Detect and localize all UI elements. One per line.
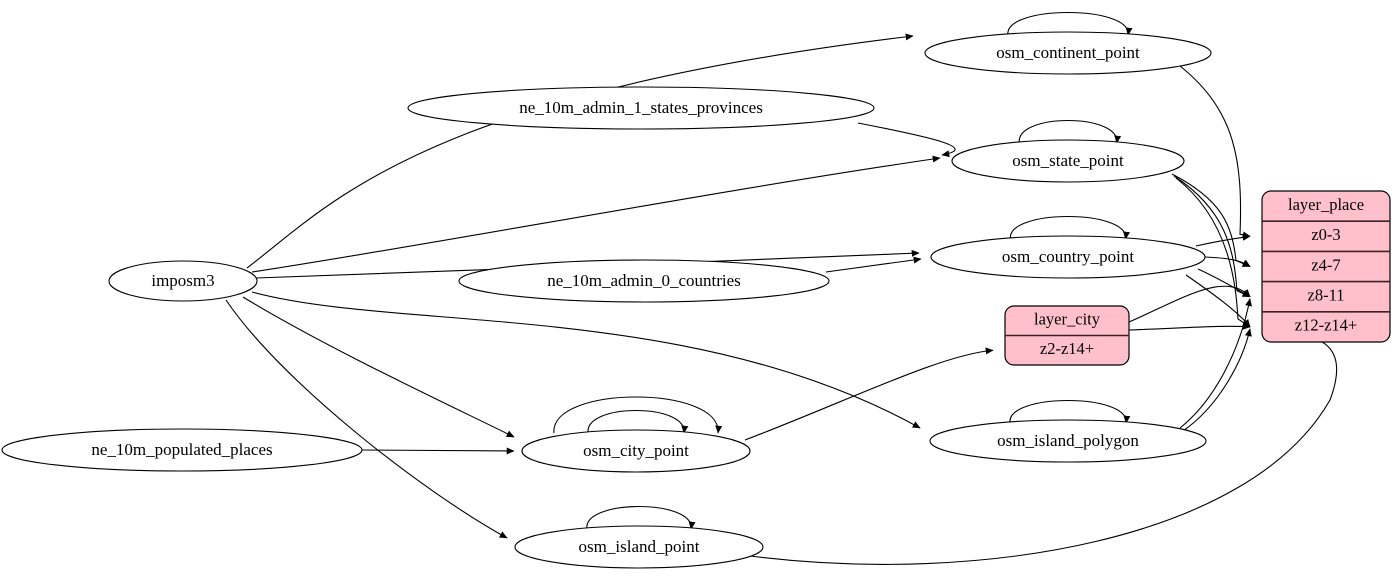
node-ne_places[interactable]: ne_10m_populated_places <box>1 428 363 472</box>
node-ne_states-label: ne_10m_admin_1_states_provinces <box>519 98 763 117</box>
edge-osm_city_point-to-layer_city-z2-z14+ <box>744 347 994 441</box>
edge-ne_countries-to-osm_country_point <box>825 256 922 273</box>
node-osm_state_point-label: osm_state_point <box>1012 151 1124 170</box>
node-osm_island_point[interactable]: osm_island_point <box>514 525 764 569</box>
node-osm_state_point-shape <box>951 139 1185 183</box>
edge-osm_state_point-to-layer_place-z8-11 <box>1173 175 1251 298</box>
edge-imposm3-to-osm_continent_point <box>246 33 914 269</box>
node-ne_places-label: ne_10m_populated_places <box>91 440 272 459</box>
record-layer_city-row-0[interactable]: z2-z14+ <box>1040 339 1094 358</box>
node-ne_countries[interactable]: ne_10m_admin_0_countries <box>458 259 830 303</box>
edge-imposm3-to-osm_island_polygon <box>251 291 921 429</box>
node-osm_island_polygon-label: osm_island_polygon <box>997 431 1139 450</box>
record-layer_city-title: layer_city <box>1034 310 1101 329</box>
edge-osm_country_point-to-layer_place-z8-11 <box>1197 268 1251 298</box>
node-ne_countries-label: ne_10m_admin_0_countries <box>547 271 741 290</box>
node-osm_country_point-label: osm_country_point <box>1002 247 1134 266</box>
edge-osm_country_point-to-layer_place-z4-7 <box>1204 256 1251 267</box>
node-osm_island_polygon[interactable]: osm_island_polygon <box>929 419 1207 463</box>
record-layer_city[interactable]: layer_city z2-z14+ <box>1004 305 1130 366</box>
node-osm_city_point-shape <box>521 429 751 473</box>
node-osm_city_point[interactable]: osm_city_point <box>521 429 751 473</box>
edge-osm_country_point-to-layer_place-z0-3 <box>1195 233 1251 247</box>
node-ne_places-shape <box>1 428 363 472</box>
edge-osm_continent_point-to-layer_place-z0-3 <box>1179 65 1251 239</box>
edge-imposm3-to-osm_city_point <box>242 296 515 438</box>
edge-osm_island_point-to-layer_place-z12-z14+ <box>749 334 1338 565</box>
edge-osm_country_point-to-layer_place-z12-z14+ <box>1185 274 1251 328</box>
node-osm_city_point-label: osm_city_point <box>583 441 689 460</box>
node-osm_state_point[interactable]: osm_state_point <box>951 139 1185 183</box>
node-ne_countries-shape <box>458 259 830 303</box>
node-imposm3-shape <box>108 260 258 302</box>
edge-selfloop-osm_island_point <box>586 505 696 530</box>
edge-layer <box>225 11 1338 565</box>
record-layer_place-row-0[interactable]: z0-3 <box>1311 225 1340 244</box>
edge-selfloop-osm_city_point <box>587 410 689 434</box>
edge-selfloop-osm_continent_point <box>1007 11 1133 36</box>
node-osm_country_point[interactable]: osm_country_point <box>930 235 1206 279</box>
record-layer_place[interactable]: layer_place z0-3 z4-7 z8-11 z12-z14+ <box>1261 190 1391 343</box>
record-layer_place-row-1[interactable]: z4-7 <box>1311 255 1340 274</box>
record-layer_place-body <box>1261 190 1391 343</box>
edge-osm_island_polygon-to-layer_place-z8-11 <box>1179 298 1253 429</box>
edge-osm_state_point-to-layer_place-z12-z14+ <box>1175 177 1251 328</box>
node-imposm3[interactable]: imposm3 <box>108 260 258 302</box>
edge-selfloop-osm_city_point <box>553 396 723 434</box>
node-layer: imposm3 ne_10m_admin_1_states_provincesne… <box>1 31 1391 569</box>
edge-layer_city-to-layer_place-z12-z14+ <box>1128 322 1251 331</box>
node-osm_island_point-shape <box>514 525 764 569</box>
node-imposm3-label: imposm3 <box>151 271 214 290</box>
edge-imposm3-to-osm_state_point <box>251 155 941 273</box>
record-layer_place-title: layer_place <box>1288 195 1364 214</box>
node-ne_states-shape <box>407 86 875 130</box>
edge-ne_places-to-osm_city_point <box>361 447 515 455</box>
edge-selfloop-osm_country_point <box>1009 215 1130 240</box>
node-osm_island_point-label: osm_island_point <box>579 537 700 556</box>
node-osm_continent_point-label: osm_continent_point <box>996 43 1140 62</box>
record-layer_place-row-3[interactable]: z12-z14+ <box>1295 316 1357 335</box>
edge-layer_city-to-layer_place-z8-11 <box>1128 285 1251 323</box>
node-osm_continent_point[interactable]: osm_continent_point <box>924 31 1212 75</box>
node-osm_island_polygon-shape <box>929 419 1207 463</box>
node-osm_country_point-shape <box>930 235 1206 279</box>
record-layer_place-row-2[interactable]: z8-11 <box>1308 285 1345 304</box>
node-osm_continent_point-shape <box>924 31 1212 75</box>
edge-selfloop-osm_state_point <box>1018 120 1122 144</box>
edge-imposm3-to-osm_island_point <box>225 299 508 539</box>
node-ne_states[interactable]: ne_10m_admin_1_states_provinces <box>407 86 875 130</box>
edge-ne_states-to-osm_state_point <box>857 122 956 158</box>
edge-selfloop-osm_island_polygon <box>1009 399 1131 424</box>
edge-osm_island_polygon-to-layer_place-z12-z14+ <box>1182 328 1252 432</box>
edge-osm_state_point-to-layer_place-z4-7 <box>1171 173 1251 268</box>
